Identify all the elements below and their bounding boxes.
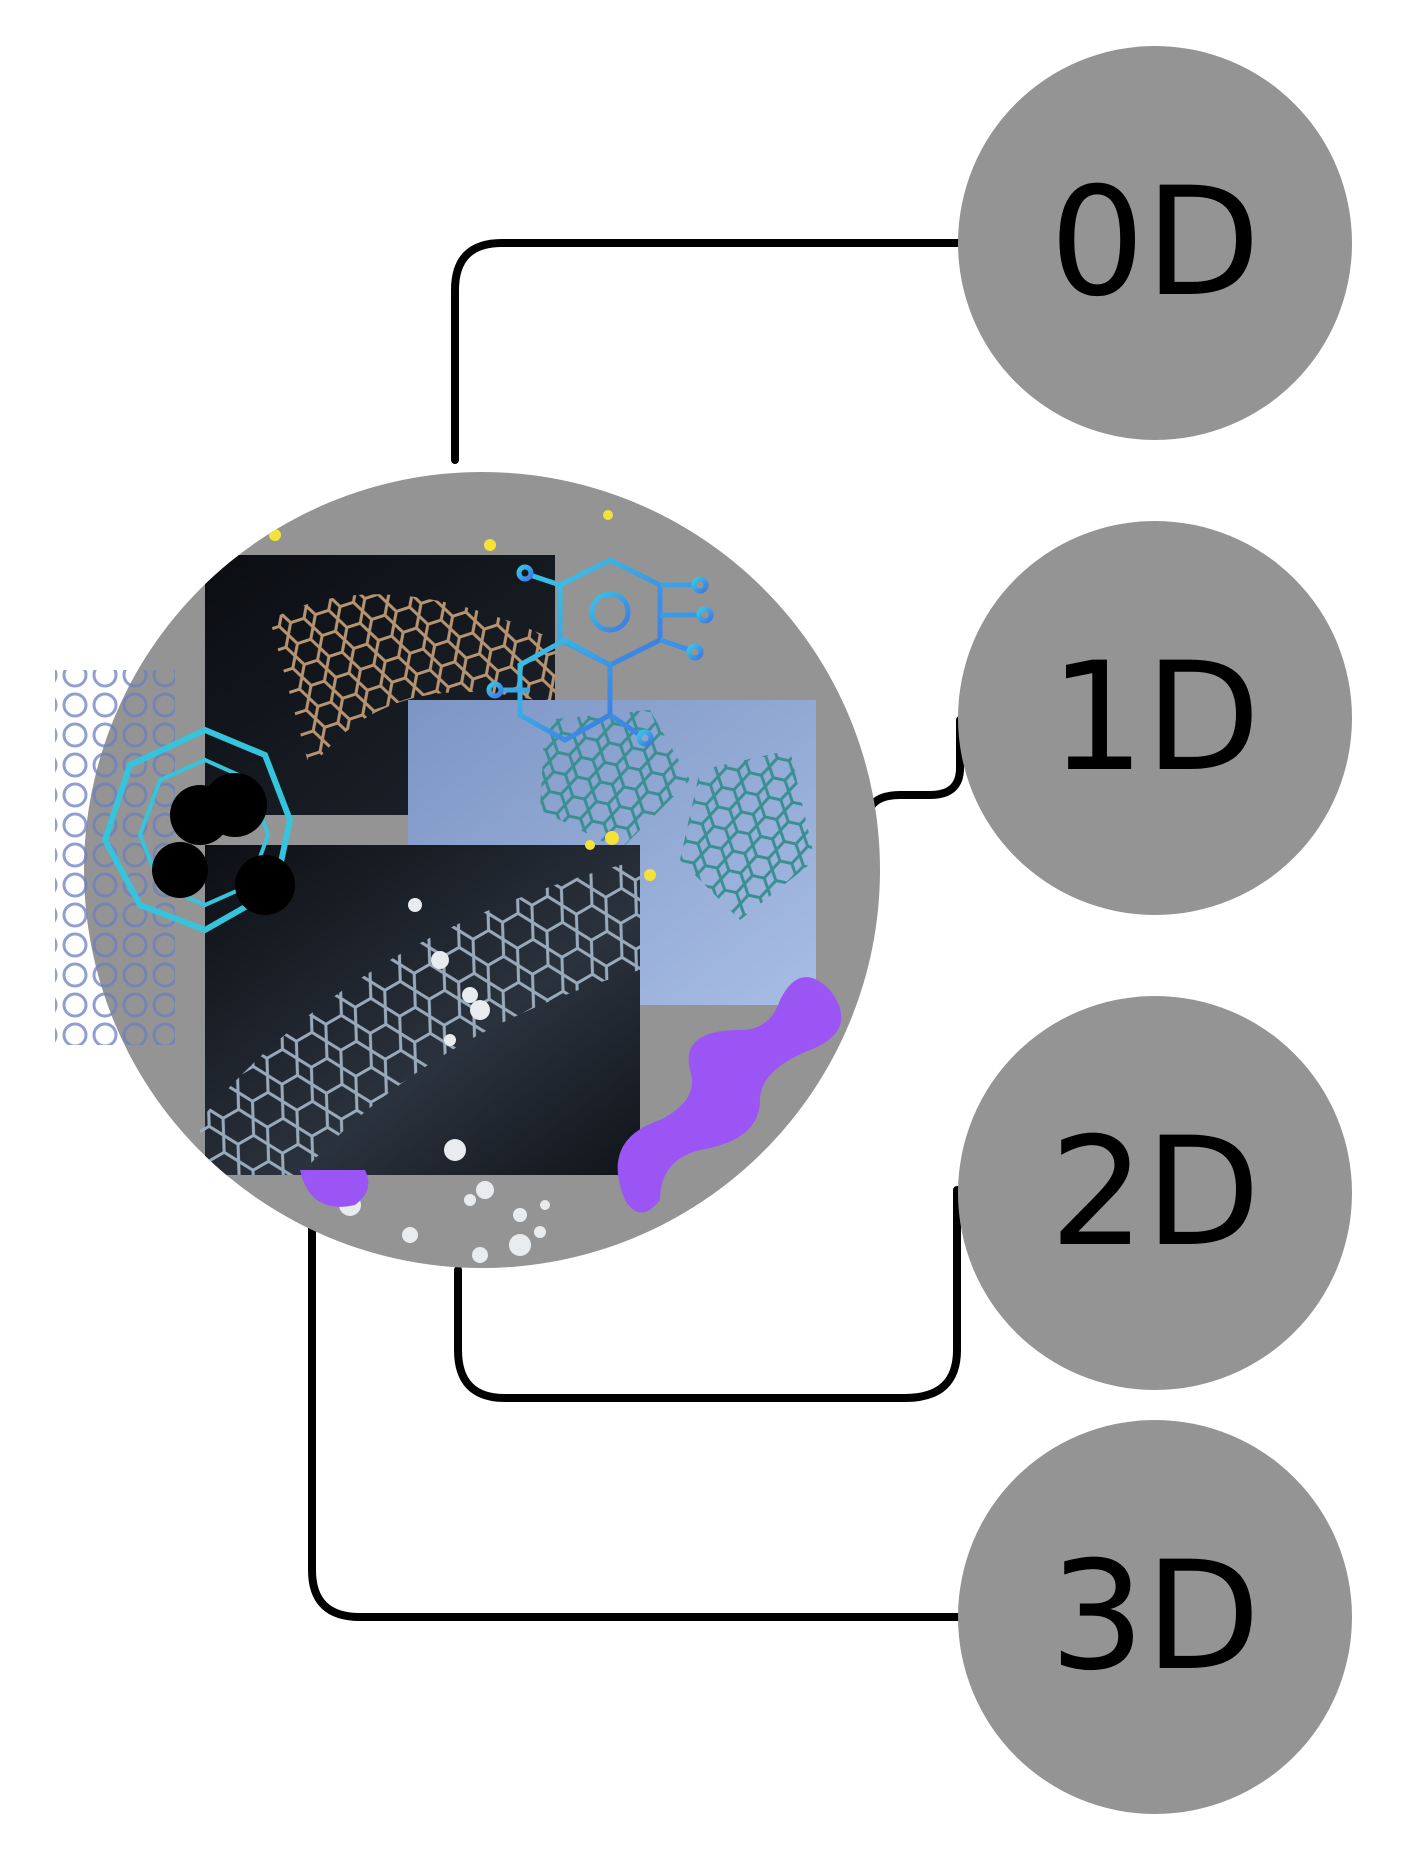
circuit-hexagon-icon [486, 557, 714, 747]
node-1d: 1D [958, 521, 1352, 915]
node-0d: 0D [958, 46, 1352, 440]
purple-wave-shape [617, 977, 842, 1213]
connector-1d [863, 716, 964, 869]
connector-3d [308, 1191, 989, 1621]
node-3d: 3D [958, 1420, 1352, 1814]
connector-2d [454, 1186, 961, 1402]
node-1d-label: 1D [1050, 631, 1261, 805]
fullerene-icon [101, 726, 295, 934]
node-2d-circle [958, 996, 1352, 1390]
node-3d-label: 3D [1050, 1530, 1261, 1704]
connector-0d [451, 239, 989, 464]
central-hub [55, 472, 880, 1268]
node-0d-circle [958, 46, 1352, 440]
node-1d-circle [958, 521, 1352, 915]
node-3d-circle [958, 1420, 1352, 1814]
node-0d-label: 0D [1050, 156, 1261, 330]
node-2d-label: 2D [1050, 1106, 1261, 1280]
node-2d: 2D [958, 996, 1352, 1390]
